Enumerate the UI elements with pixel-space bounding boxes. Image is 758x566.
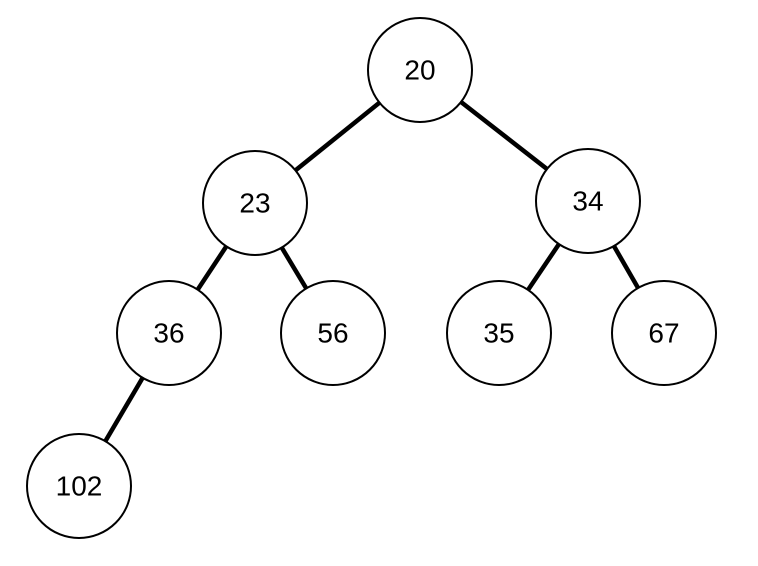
tree-node-20: 20 bbox=[367, 17, 473, 123]
node-label: 56 bbox=[317, 318, 348, 349]
node-circle bbox=[280, 280, 386, 386]
tree-node-23: 23 bbox=[202, 150, 308, 256]
node-circle bbox=[116, 280, 222, 386]
node-circle bbox=[367, 17, 473, 123]
node-label: 20 bbox=[404, 55, 435, 86]
node-circle bbox=[611, 280, 717, 386]
node-label: 67 bbox=[648, 318, 679, 349]
node-circle bbox=[446, 280, 552, 386]
node-circle bbox=[26, 433, 132, 539]
tree-node-34: 34 bbox=[535, 148, 641, 254]
node-label: 36 bbox=[153, 318, 184, 349]
node-circle bbox=[535, 148, 641, 254]
tree-node-56: 56 bbox=[280, 280, 386, 386]
node-label: 35 bbox=[483, 318, 514, 349]
tree-node-35: 35 bbox=[446, 280, 552, 386]
node-circle bbox=[202, 150, 308, 256]
node-label: 102 bbox=[56, 471, 103, 502]
tree-node-102: 102 bbox=[26, 433, 132, 539]
node-label: 34 bbox=[572, 186, 603, 217]
tree-node-36: 36 bbox=[116, 280, 222, 386]
tree-node-67: 67 bbox=[611, 280, 717, 386]
node-label: 23 bbox=[239, 188, 270, 219]
